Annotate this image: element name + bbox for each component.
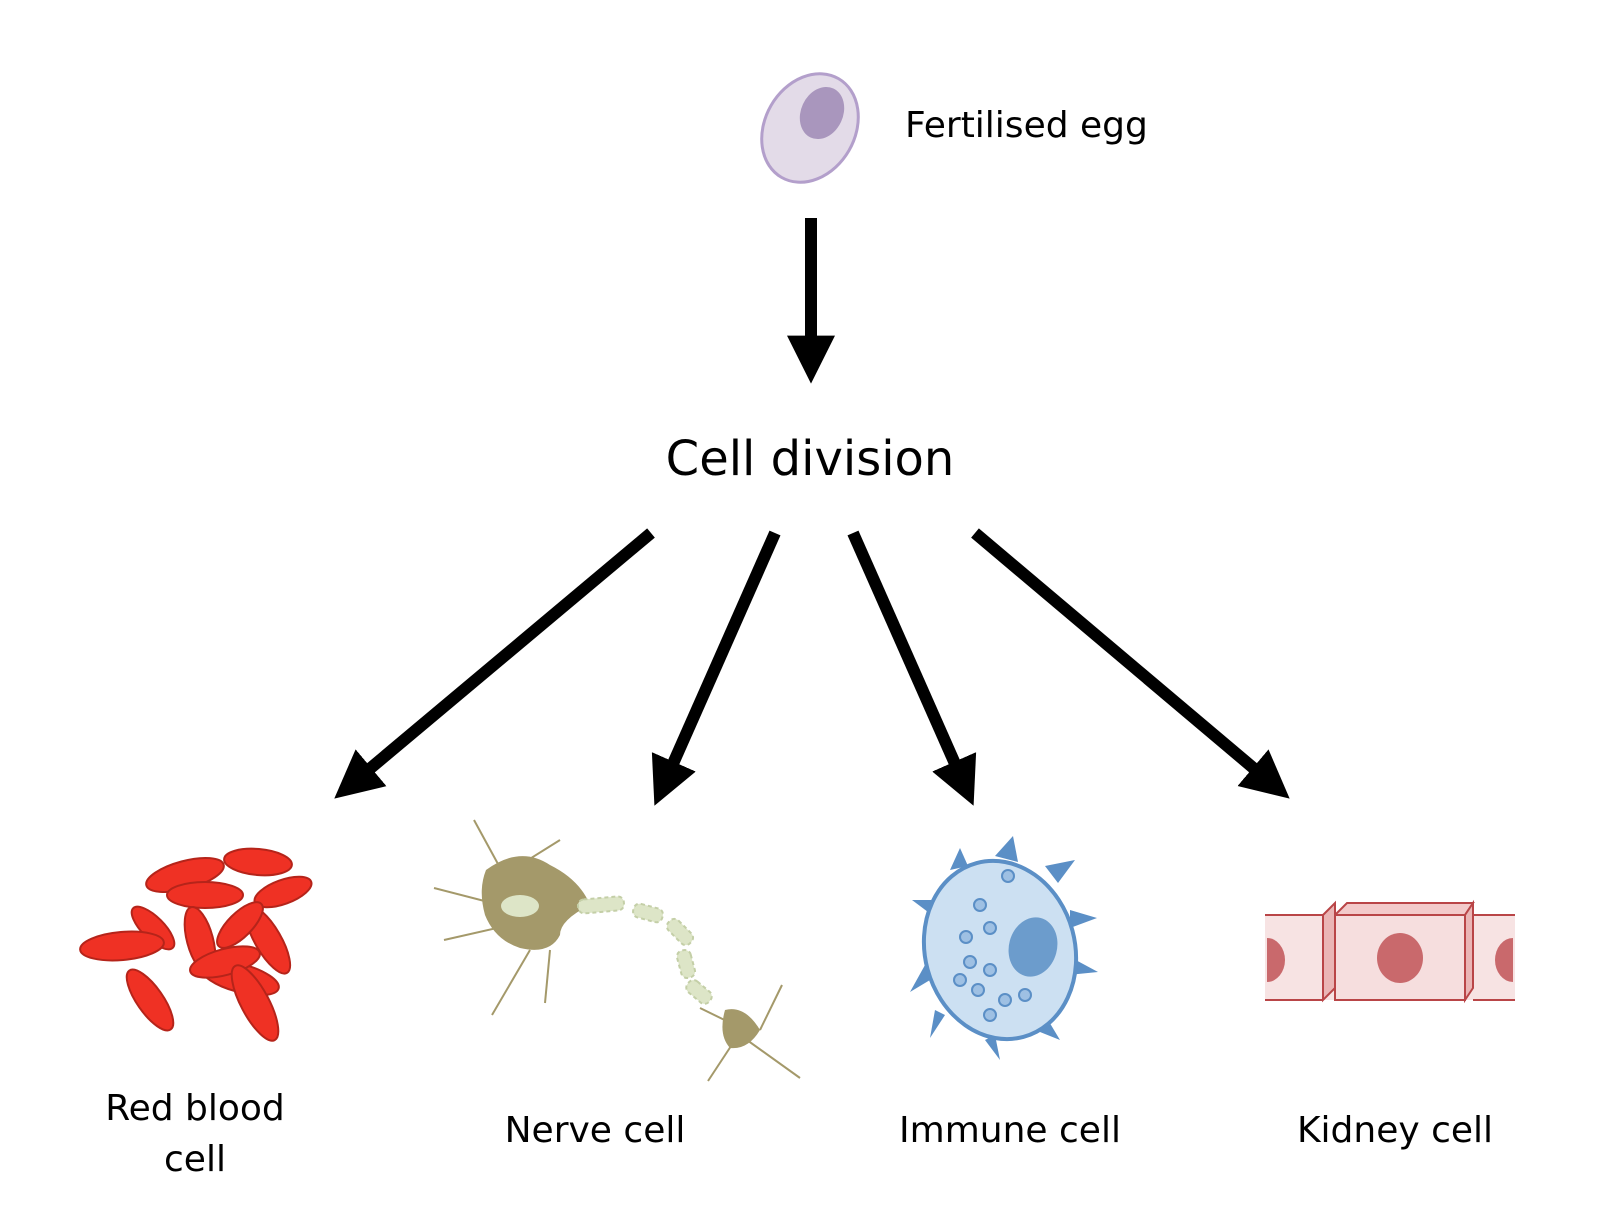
red-blood-cell-label-line1: Red blood [105,1088,285,1129]
arrow-division-to-nerve [651,530,781,806]
arrow-division-to-immune [847,530,977,806]
red-blood-cell-label: Red blood cell [90,1083,300,1185]
arrow-division-to-kidney [971,528,1290,799]
immune-cell-icon [910,836,1098,1060]
fertilised-egg-label: Fertilised egg [905,105,1148,146]
red-blood-cell-icon [79,847,313,1042]
immune-cell-label: Immune cell [899,1110,1121,1151]
egg-cell-icon [760,72,860,184]
arrows [334,218,1290,806]
nerve-cell-icon [433,819,801,1082]
arrow-division-to-rbc [334,528,655,799]
kidney-cell-label: Kidney cell [1296,1110,1494,1151]
kidney-cell-icon [1265,899,1515,1004]
cell-division-label: Cell division [665,431,955,487]
red-blood-cell-label-line2: cell [164,1139,226,1180]
nerve-cell-label: Nerve cell [504,1110,686,1151]
